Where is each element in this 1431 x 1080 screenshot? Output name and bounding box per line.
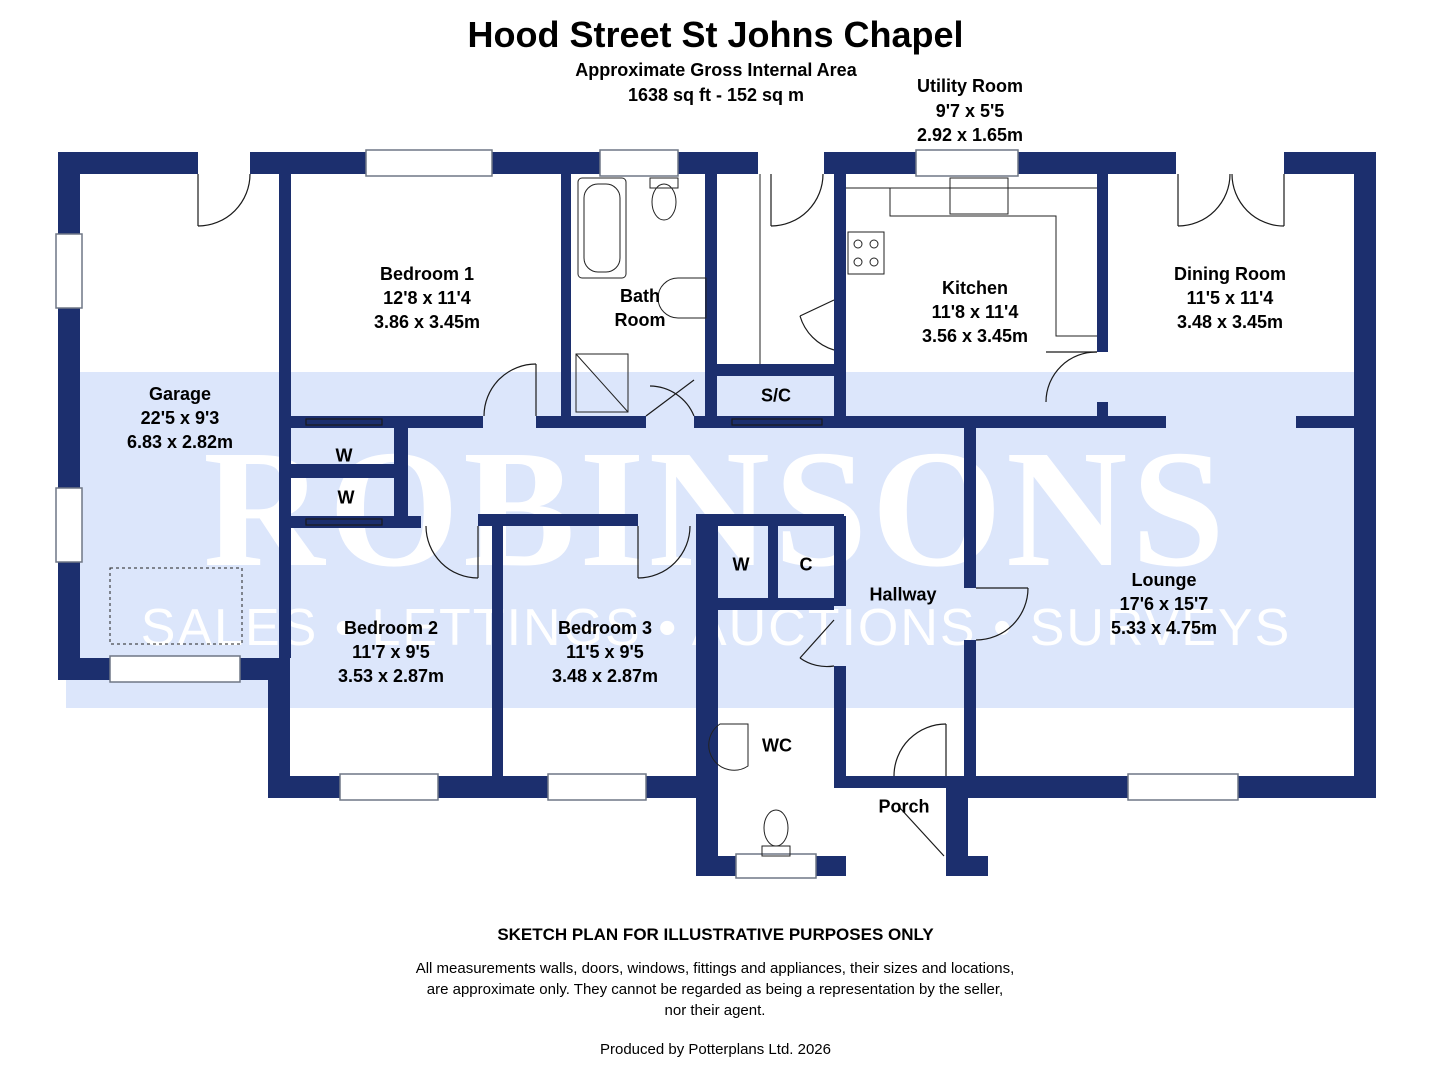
lounge-metric: 5.33 x 4.75m xyxy=(1110,618,1218,638)
disclaimer-body: All measurements walls, doors, windows, … xyxy=(415,960,1015,1019)
kitchen-imperial: 11'8 x 11'4 xyxy=(931,302,1019,322)
bedroom-1-name: Bedroom 1 xyxy=(379,264,475,284)
doors xyxy=(197,173,1285,857)
room-bedroom-3: Bedroom 3 11'5 x 9'5 3.48 x 2.87m xyxy=(552,616,658,688)
room-bedroom-1: Bedroom 1 12'8 x 11'4 3.86 x 3.45m xyxy=(374,262,480,334)
lounge-name: Lounge xyxy=(1131,570,1197,590)
bedroom-3-imperial: 11'5 x 9'5 xyxy=(566,642,644,662)
room-wardrobe-2: W xyxy=(337,487,355,508)
dining-metric: 3.48 x 3.45m xyxy=(1176,312,1284,332)
garage-metric: 6.83 x 2.82m xyxy=(126,432,234,452)
bedroom-3-name: Bedroom 3 xyxy=(557,618,653,638)
room-wardrobe-3: W xyxy=(732,554,750,575)
room-hallway: Hallway xyxy=(869,584,937,605)
area-caption: Approximate Gross Internal Area xyxy=(575,60,857,80)
room-bedroom-2: Bedroom 2 11'7 x 9'5 3.53 x 2.87m xyxy=(338,616,444,688)
bathroom-line-2: Room xyxy=(614,310,666,330)
room-dining: Dining Room 11'5 x 11'4 3.48 x 3.45m xyxy=(1174,262,1286,334)
bedroom-1-metric: 3.86 x 3.45m xyxy=(373,312,481,332)
garage-name: Garage xyxy=(148,384,212,404)
bedroom-1-imperial: 12'8 x 11'4 xyxy=(383,288,471,308)
fixtures xyxy=(109,174,1097,857)
windows xyxy=(55,149,1239,879)
room-garage: Garage 22'5 x 9'3 6.83 x 2.82m xyxy=(127,382,233,454)
lounge-imperial: 17'6 x 15'7 xyxy=(1119,594,1209,614)
room-sc: S/C xyxy=(760,385,792,406)
bedroom-3-metric: 3.48 x 2.87m xyxy=(551,666,659,686)
room-wardrobe-1: W xyxy=(335,445,353,466)
dining-name: Dining Room xyxy=(1174,264,1286,284)
produced-by: Produced by Potterplans Ltd. 2026 xyxy=(600,1041,831,1058)
bedroom-2-imperial: 11'7 x 9'5 xyxy=(352,642,430,662)
area-value: 1638 sq ft - 152 sq m xyxy=(627,85,805,105)
garage-imperial: 22'5 x 9'3 xyxy=(140,408,220,428)
bedroom-2-name: Bedroom 2 xyxy=(343,618,439,638)
disclaimer-heading: SKETCH PLAN FOR ILLUSTRATIVE PURPOSES ON… xyxy=(497,925,934,944)
room-lounge: Lounge 17'6 x 15'7 5.33 x 4.75m xyxy=(1111,568,1217,640)
plan-title: Hood Street St Johns Chapel xyxy=(467,14,964,55)
kitchen-metric: 3.56 x 3.45m xyxy=(921,326,1029,346)
room-bathroom: Bath Room xyxy=(615,284,666,332)
dining-imperial: 11'5 x 11'4 xyxy=(1186,288,1274,308)
utility-room-name: Utility Room xyxy=(917,76,1023,96)
room-wc: WC xyxy=(762,735,792,756)
room-cupboard: C xyxy=(799,554,813,575)
kitchen-name: Kitchen xyxy=(941,278,1008,298)
bedroom-2-metric: 3.53 x 2.87m xyxy=(337,666,445,686)
bathroom-line-1: Bath xyxy=(620,286,660,306)
room-kitchen: Kitchen 11'8 x 11'4 3.56 x 3.45m xyxy=(922,276,1028,348)
utility-room-imperial: 9'7 x 5'5 xyxy=(935,101,1005,121)
room-porch: Porch xyxy=(878,796,930,817)
utility-room-metric: 2.92 x 1.65m xyxy=(916,125,1024,145)
